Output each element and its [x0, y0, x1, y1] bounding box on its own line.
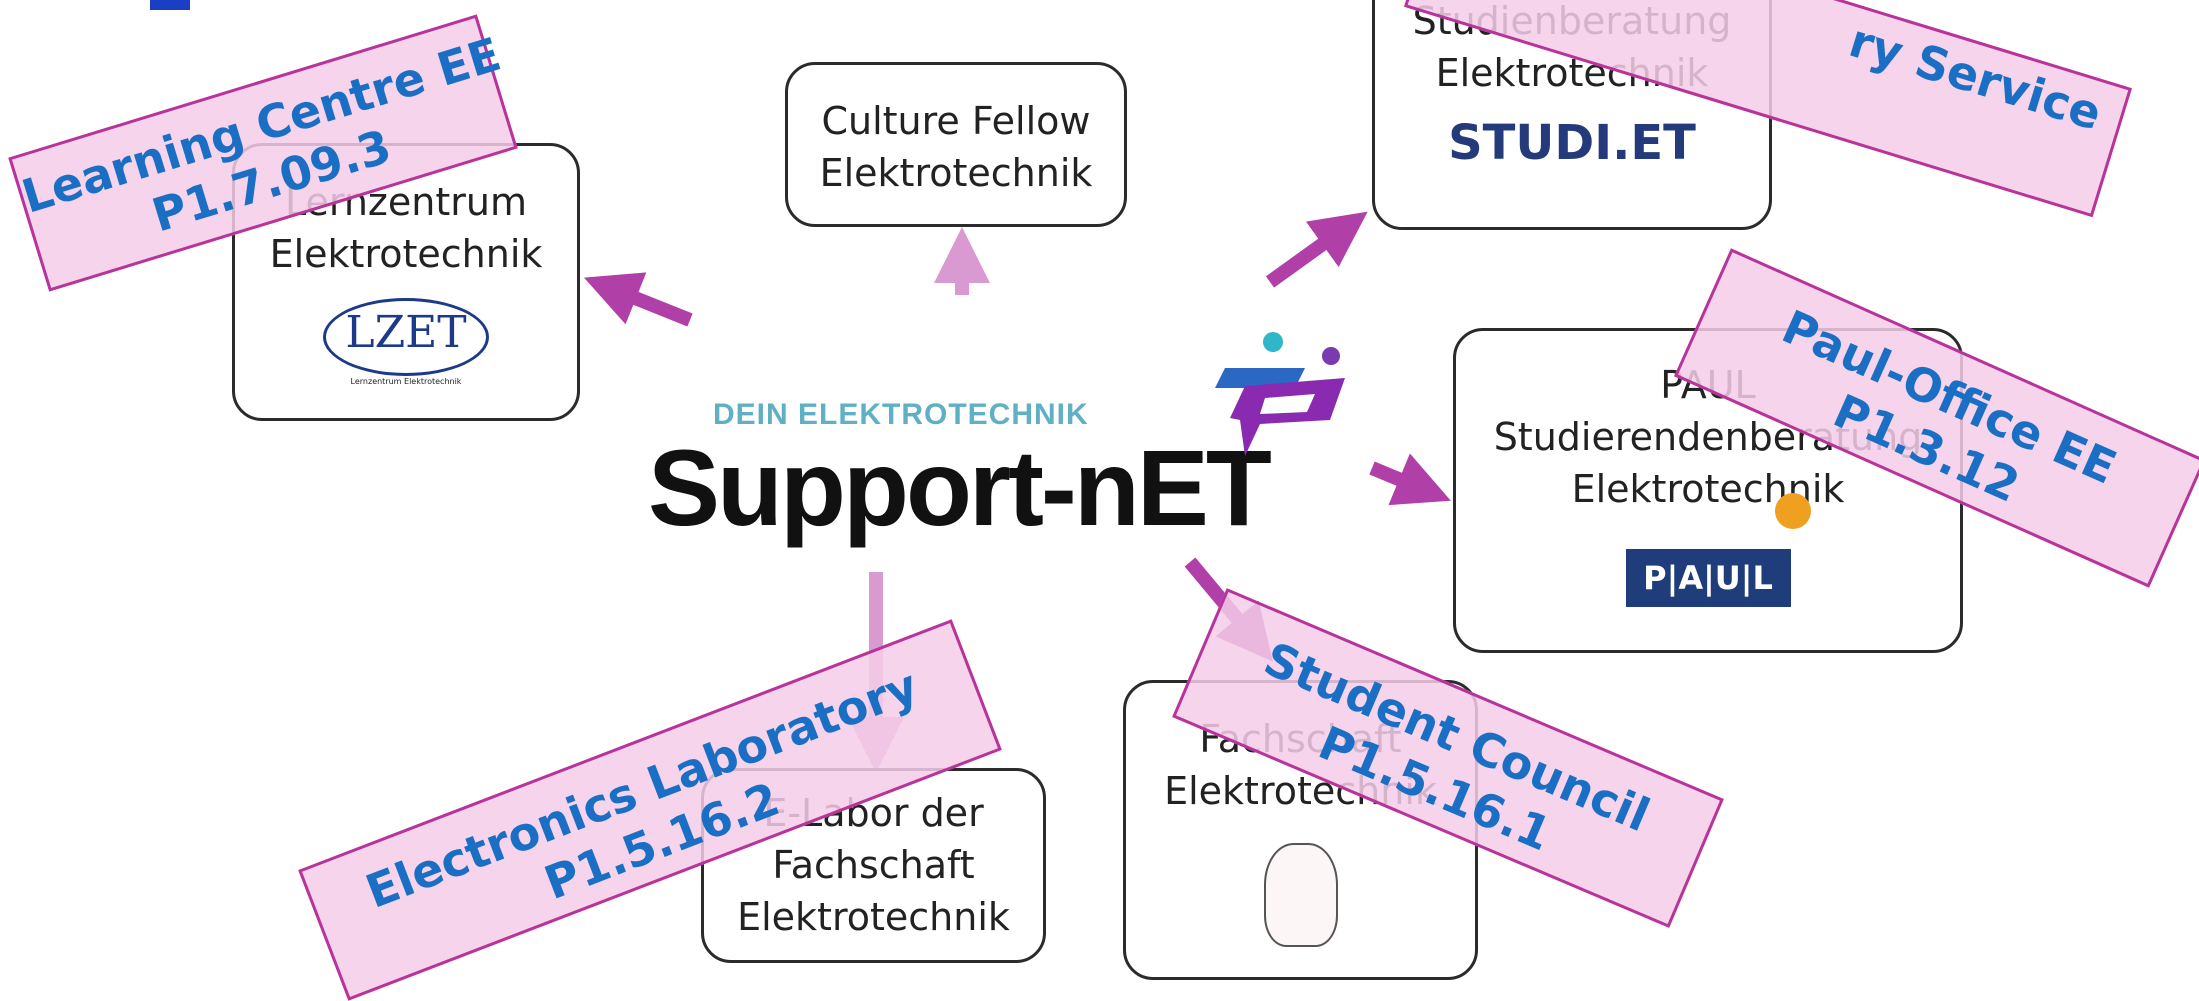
- culture-fellow-box: Culture Fellow Elektrotechnik: [785, 62, 1127, 227]
- fachschaft-mascot-icon: [1263, 843, 1338, 947]
- lernzentrum-line2: Elektrotechnik: [269, 232, 543, 276]
- support-net-emblem-icon: [1215, 332, 1345, 456]
- paul-logo-text: P|A|U|L: [1643, 559, 1773, 597]
- paul-logo: P|A|U|L: [1625, 493, 1811, 607]
- arrow-to-paul: [1369, 453, 1451, 506]
- center-title: Support-nET: [648, 427, 1272, 548]
- lzet-logo: LZET: [323, 298, 489, 376]
- partial-heading-fragment: [150, 0, 190, 10]
- elabor-line3: Elektrotechnik: [737, 895, 1010, 939]
- paul-figure-icon: [1774, 493, 1811, 529]
- culture-fellow-line2: Elektrotechnik: [819, 151, 1093, 195]
- culture-fellow-line1: Culture Fellow: [821, 99, 1091, 143]
- arrow-to-studienberatung: [1265, 211, 1368, 288]
- lzet-logo-text: LZET: [345, 307, 467, 358]
- arrow-to-lernzentrum: [584, 272, 693, 327]
- paul-line3: Elektrotechnik: [1571, 467, 1845, 511]
- center-subtitle: DEIN ELEKTROTECHNIK: [713, 398, 1089, 431]
- elabor-line2: Fachschaft: [772, 843, 975, 887]
- studi-et-logo: STUDI.ET: [1448, 115, 1696, 171]
- lzet-logo-caption: Lernzentrum Elektrotechnik: [350, 377, 462, 386]
